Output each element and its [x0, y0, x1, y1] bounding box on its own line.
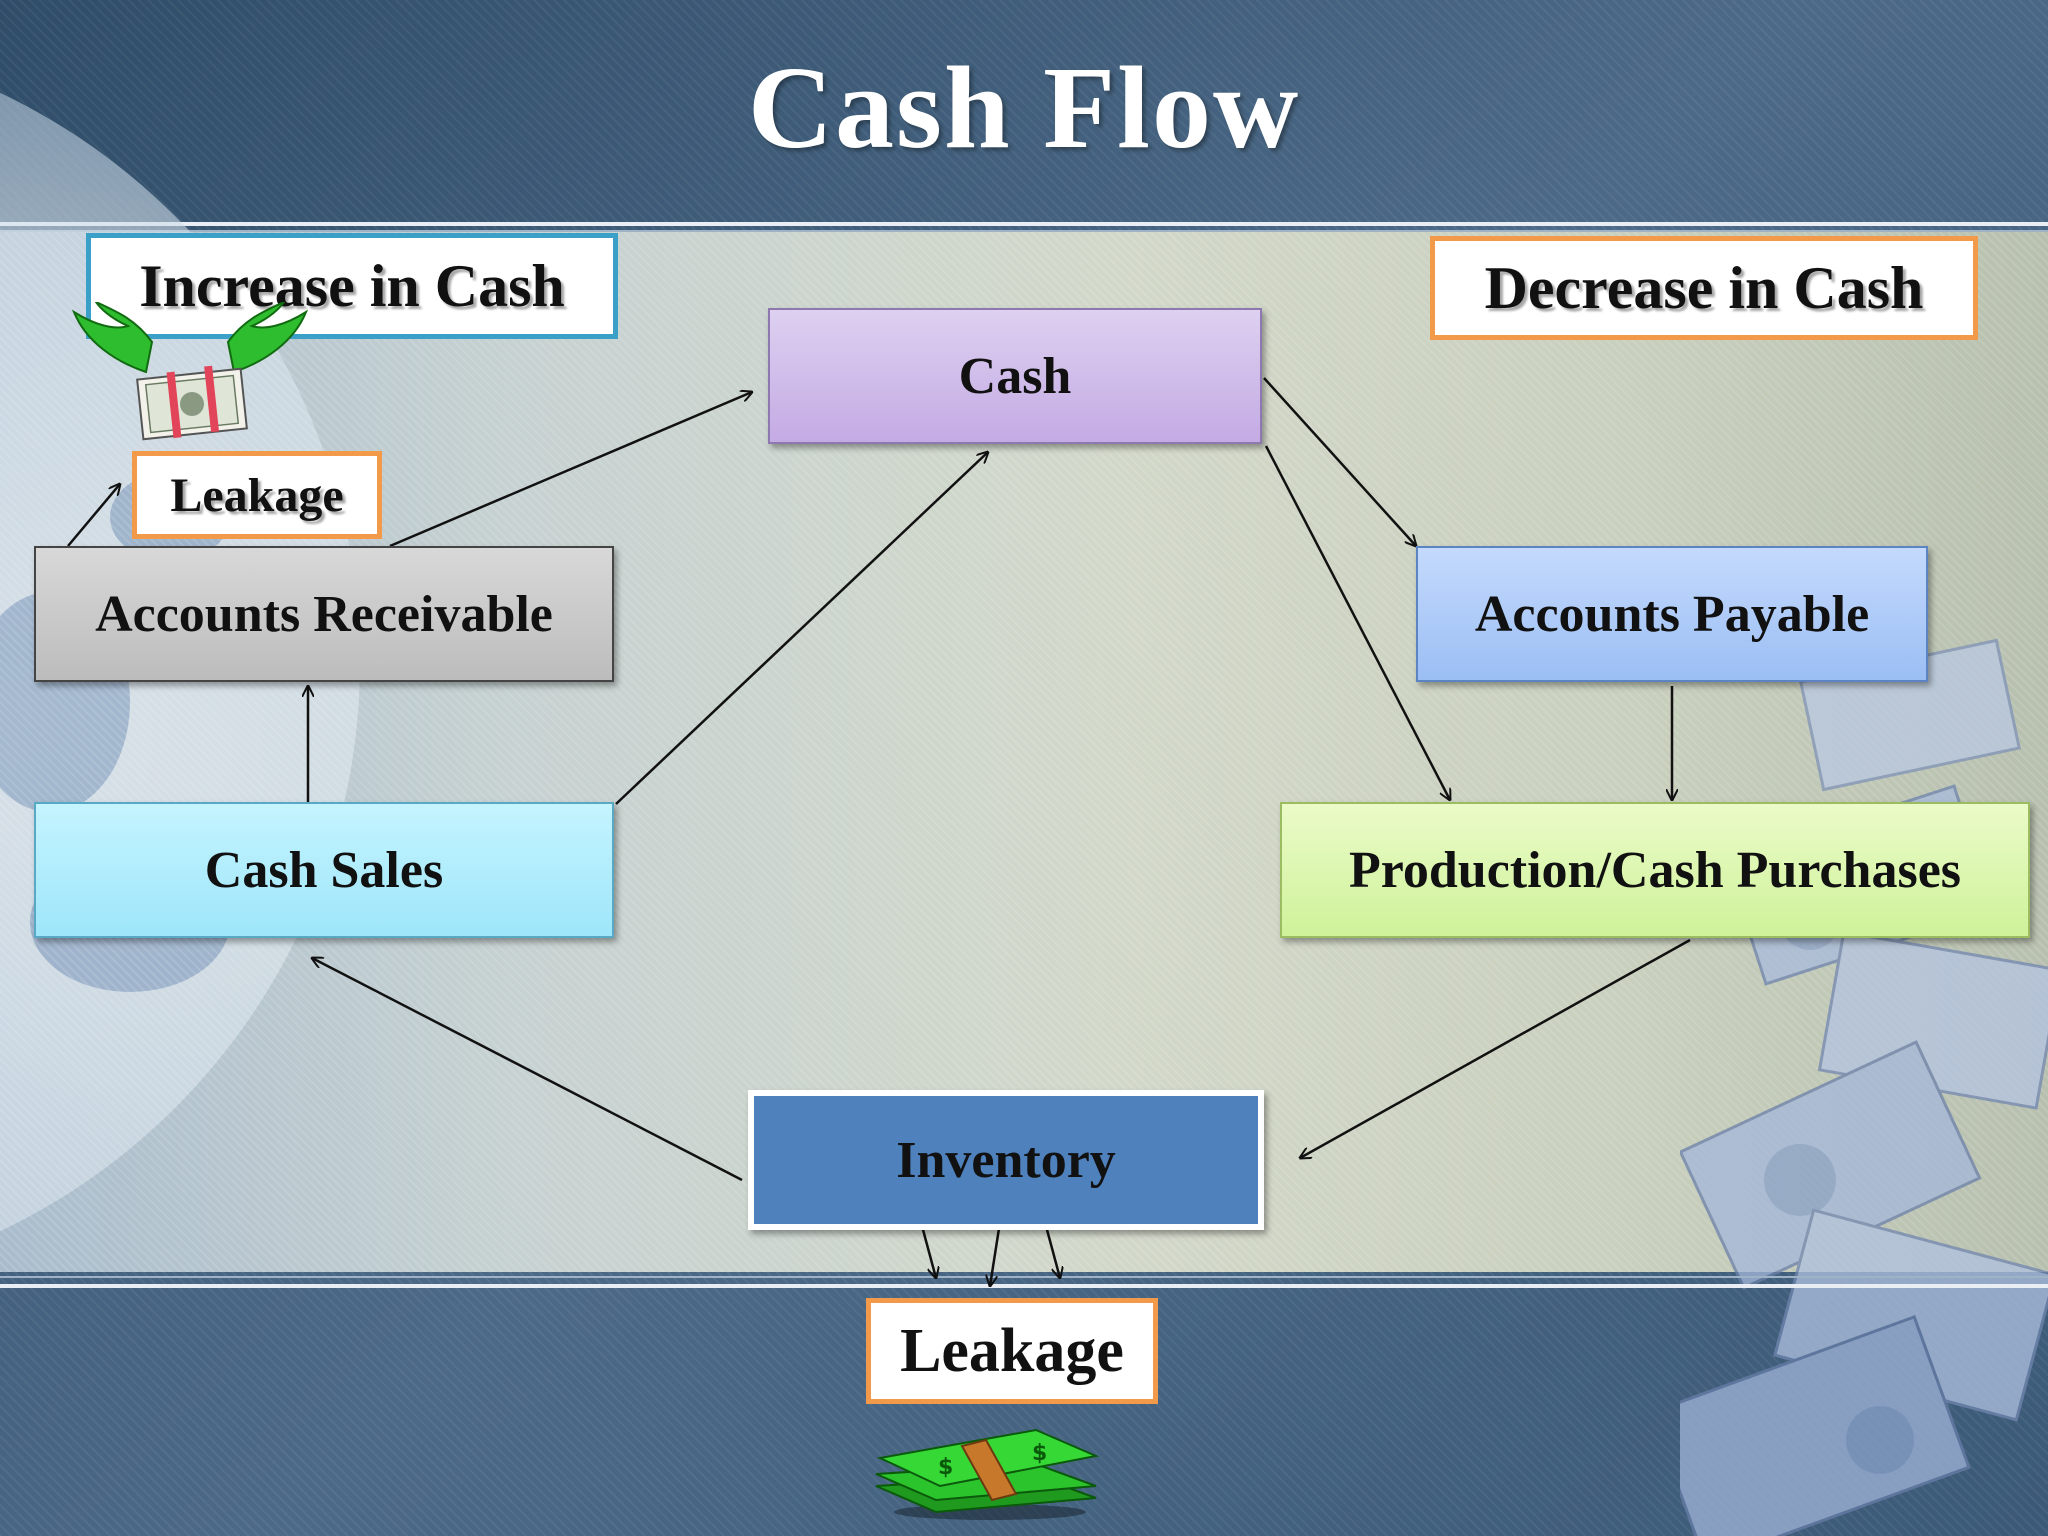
production-cash-purchases-node: Production/Cash Purchases — [1280, 802, 2030, 938]
accounts-receivable-node: Accounts Receivable — [34, 546, 614, 682]
winged-money-icon — [71, 302, 309, 441]
top-divider-thin — [0, 230, 2048, 232]
page-title: Cash Flow — [747, 42, 1301, 173]
inventory-node: Inventory — [748, 1090, 1264, 1230]
leakage-top-label: Leakage — [132, 451, 382, 539]
cash-node: Cash — [768, 308, 1262, 444]
bottom-divider — [0, 1284, 2048, 1288]
cash-sales-node: Cash Sales — [34, 802, 614, 938]
svg-text:$: $ — [1032, 1441, 1047, 1466]
bottom-divider-thin — [0, 1276, 2048, 1278]
increase-in-cash-label: Increase in Cash — [86, 233, 618, 339]
decrease-in-cash-label: Decrease in Cash — [1430, 236, 1978, 340]
banknotes-decoration — [1680, 638, 2048, 1536]
money-stack-icon: $ $ — [875, 1428, 1100, 1520]
accounts-payable-node: Accounts Payable — [1416, 546, 1928, 682]
svg-text:$: $ — [938, 1455, 953, 1480]
leakage-bottom-label: Leakage — [866, 1298, 1158, 1404]
top-divider — [0, 222, 2048, 226]
